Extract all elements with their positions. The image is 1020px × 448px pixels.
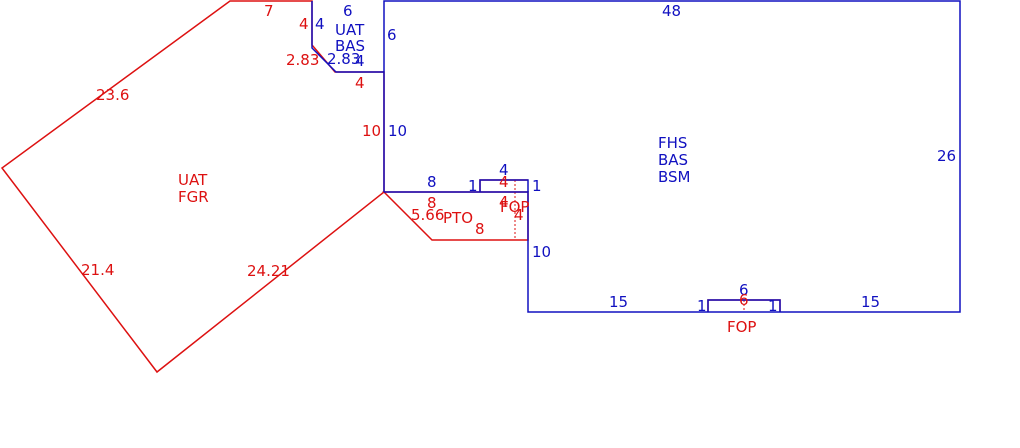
dim-poly-lower-left: 21.4 <box>81 261 114 279</box>
dim-small-top: 6 <box>343 2 353 20</box>
notch-right-outline <box>479 179 529 192</box>
dim-bottom-right: 15 <box>861 293 880 311</box>
dim-small-bottom: 4 <box>355 52 365 70</box>
small-area-code-1: UAT <box>335 21 365 39</box>
dim-small-right: 6 <box>387 26 397 44</box>
dim-fop-right: 4 <box>514 206 524 224</box>
uat-bas-outline <box>311 1 384 73</box>
dim-left-wall: 10 <box>388 122 407 140</box>
dim-fop-top: 4 <box>499 173 509 191</box>
dim-notch2-right: 1 <box>532 177 542 195</box>
main-area-code-2: BAS <box>658 151 688 169</box>
dim-bottom-left: 15 <box>609 293 628 311</box>
dim-top: 48 <box>662 2 681 20</box>
main-area-code-3: BSM <box>658 168 691 186</box>
dim-poly-diag: 2.83 <box>286 51 319 69</box>
dim-ledge: 8 <box>427 173 437 191</box>
dim-small-left: 4 <box>315 15 325 33</box>
dim-pto-diag: 5.66 <box>411 206 444 224</box>
dim-poly-top-right: 4 <box>299 15 309 33</box>
dim-right: 26 <box>937 147 956 165</box>
dim-bottom-notch-top: 6 <box>739 281 749 299</box>
dim-fop-bottom-top: 6 <box>739 291 749 309</box>
fop-bottom-code: FOP <box>727 318 756 336</box>
pto-area-code: PTO <box>443 209 473 227</box>
polygon-area-code-2: FGR <box>178 188 209 206</box>
polygon-area-code-1: UAT <box>178 171 208 189</box>
dim-poly-step: 4 <box>355 74 365 92</box>
dim-poly-upper-left: 23.6 <box>96 86 129 104</box>
dim-bottom-notch-right: 1 <box>768 297 778 315</box>
small-area-code-2: BAS <box>335 37 365 55</box>
notch-bottom-outline <box>707 299 781 312</box>
dim-pto-top: 8 <box>427 194 437 212</box>
dim-step: 10 <box>532 243 551 261</box>
main-area-code-1: FHS <box>658 134 687 152</box>
dim-fop-middle: 4 <box>499 193 509 211</box>
dim-poly-right: 10 <box>362 122 381 140</box>
dim-poly-top: 7 <box>264 2 274 20</box>
dim-small-diag: 2.83 <box>327 50 360 68</box>
dim-poly-lower-right: 24.21 <box>247 262 290 280</box>
dim-bottom-notch-left: 1 <box>697 297 707 315</box>
dim-notch2-left: 1 <box>468 177 478 195</box>
dim-pto-bottom: 8 <box>475 220 485 238</box>
dim-notch2-top: 4 <box>499 161 509 179</box>
fop-right-code: FOP <box>500 198 529 216</box>
